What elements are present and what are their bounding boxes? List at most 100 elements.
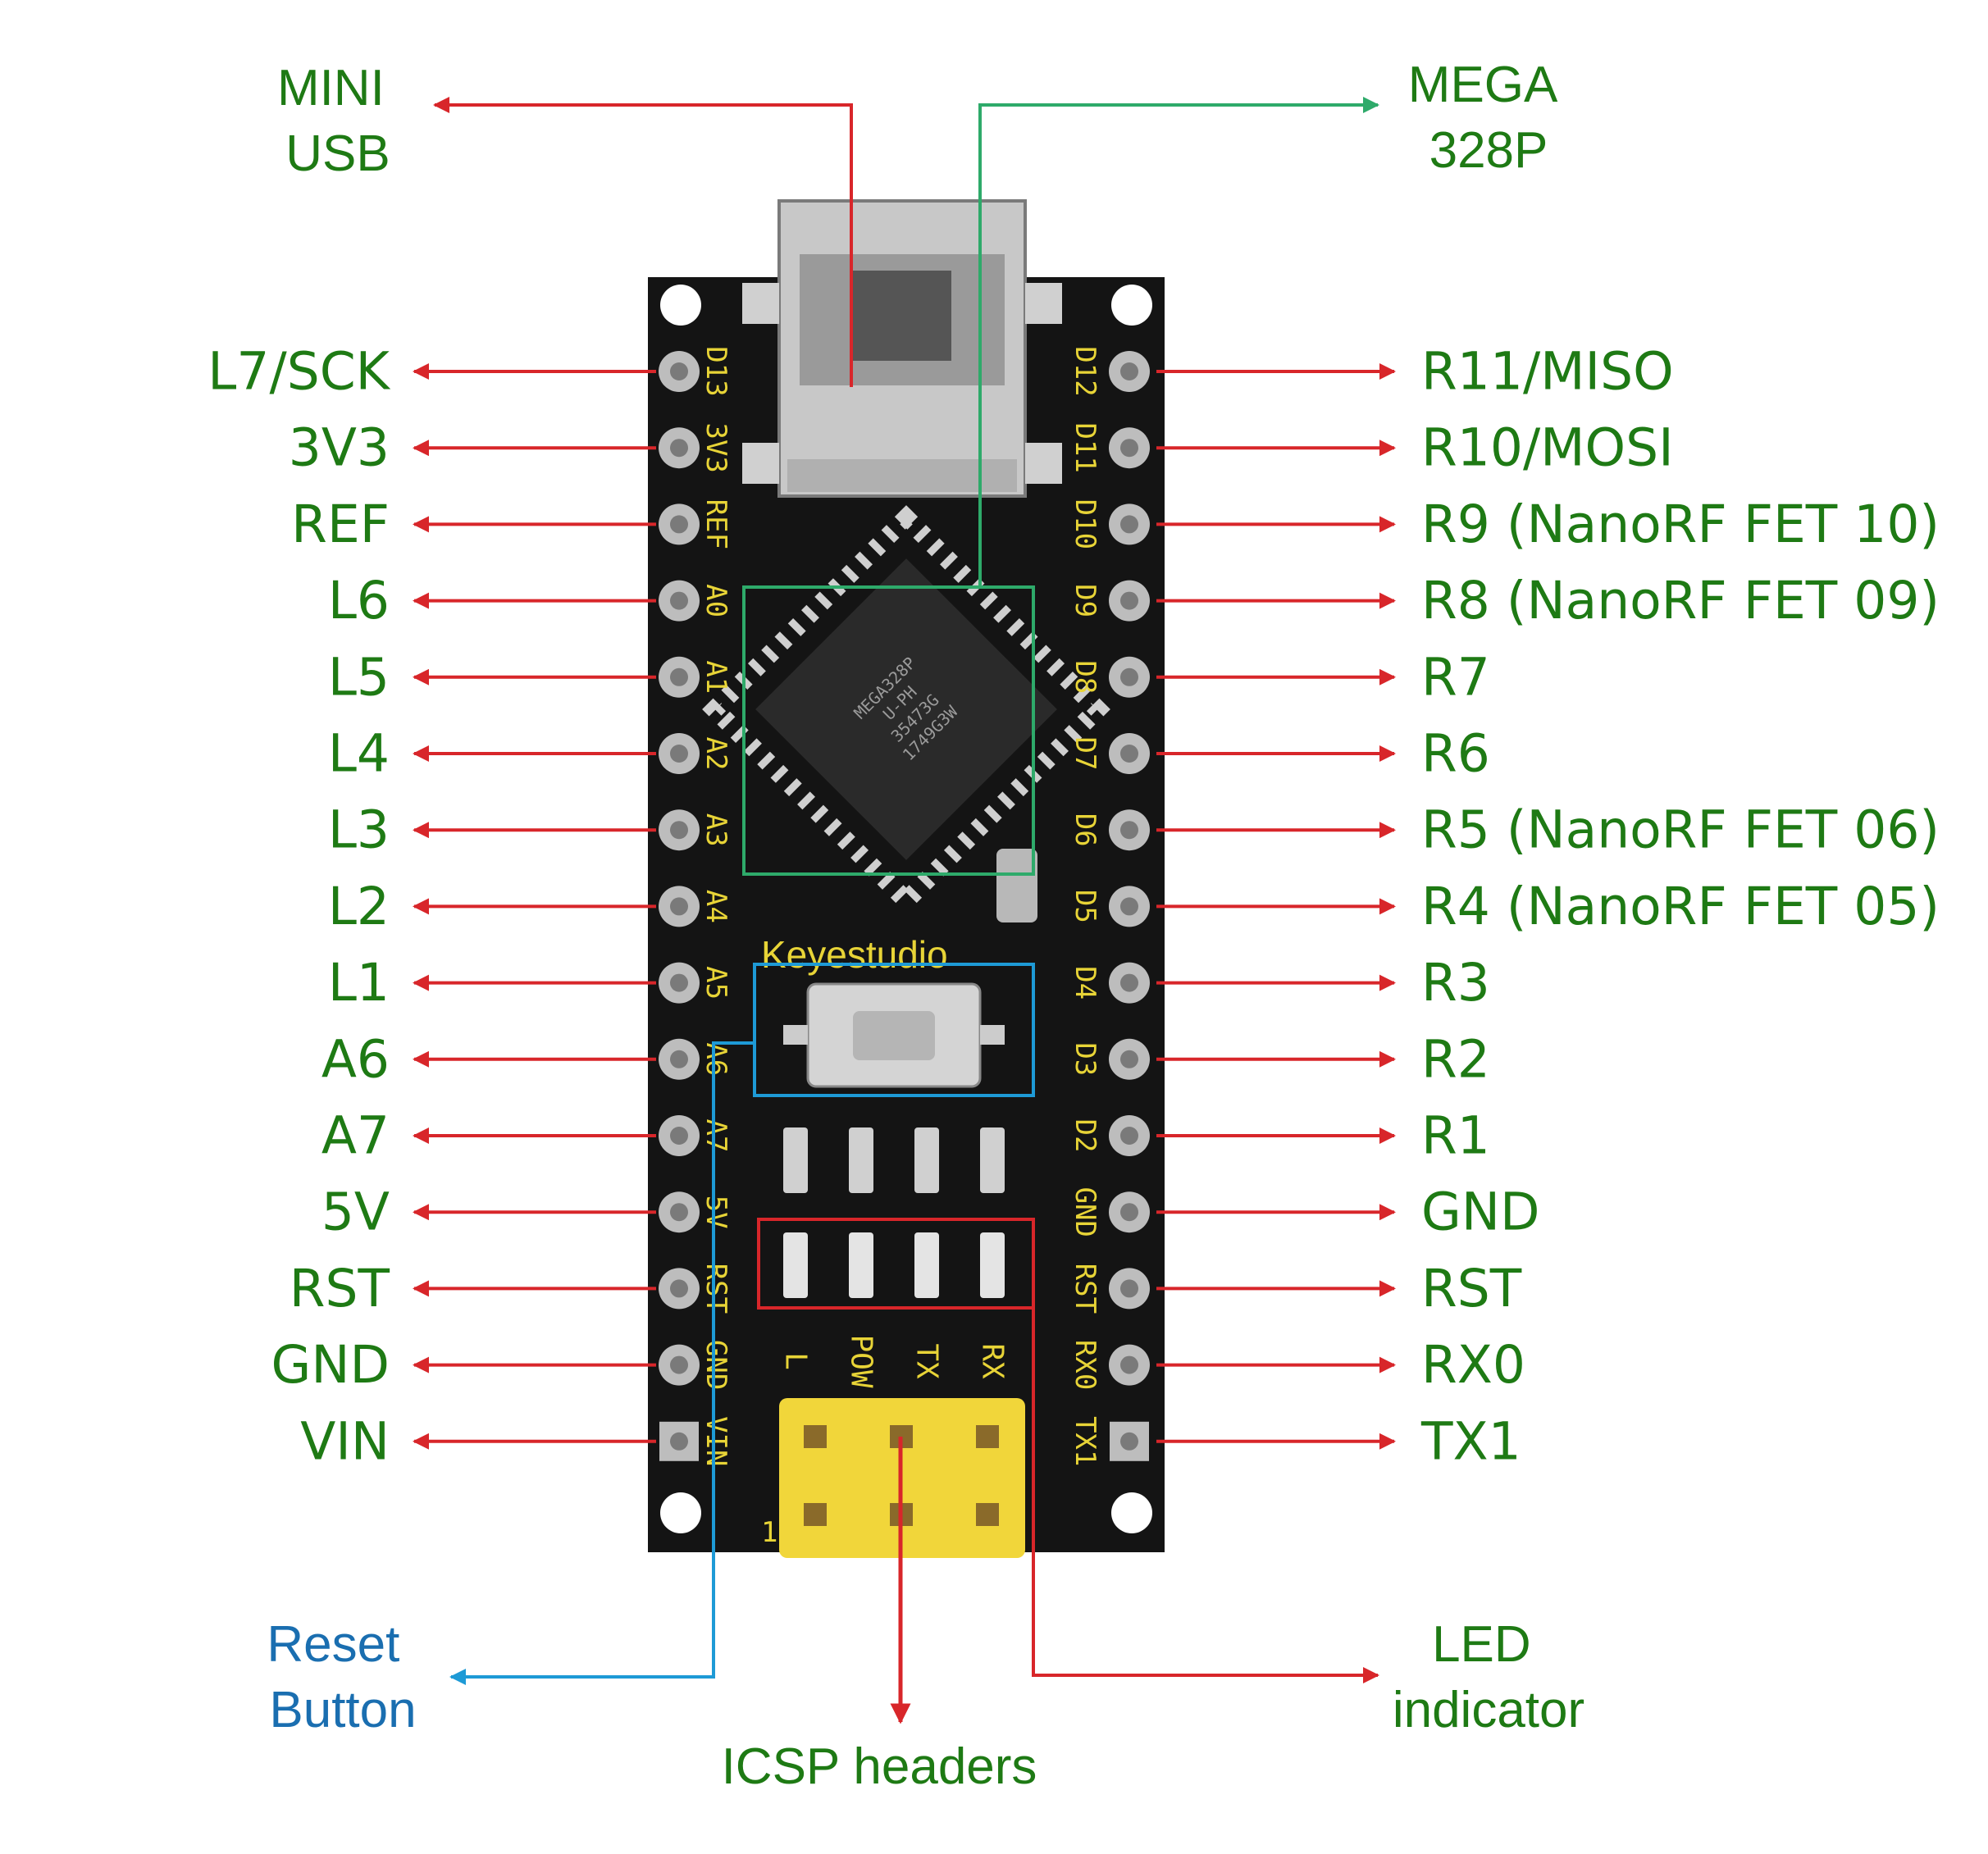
- silk-right-d10-2: D10: [1069, 499, 1101, 549]
- silk-left-vin-14: VIN: [700, 1416, 732, 1466]
- header-pin-hole-right-d6-6: [1120, 821, 1138, 839]
- header-pin-hole-right-tx1-14: [1120, 1433, 1138, 1451]
- pin-label-right-tx1-14: TX1: [1420, 1411, 1521, 1471]
- silk-left-a1-4: A1: [700, 660, 732, 694]
- pin-label-left-3v3-1: 3V3: [289, 418, 390, 478]
- silk-right-d3-9: D3: [1069, 1042, 1101, 1076]
- pin-label-left-a1-4: L5: [328, 647, 390, 707]
- icsp-headers-label: ICSP headers: [722, 1738, 1037, 1795]
- crystal: [996, 849, 1037, 922]
- silk-left-d13-0: D13: [700, 346, 732, 396]
- silk-left-gnd-13: GND: [700, 1340, 732, 1390]
- silk-left-rst-12: RST: [700, 1264, 732, 1314]
- pin-label-left-a7-10: A7: [321, 1106, 390, 1166]
- pin-label-right-rst-12: RST: [1421, 1259, 1522, 1319]
- silk-right-d4-8: D4: [1069, 966, 1101, 1000]
- header-pin-hole-left-a3-6: [670, 821, 688, 839]
- pin-label-left-a2-5: L4: [328, 724, 390, 784]
- silk-right-rx0-13: RX0: [1069, 1340, 1101, 1390]
- mounting-hole-bottom-right: [1111, 1492, 1152, 1533]
- header-pin-hole-left-gnd-13: [670, 1356, 688, 1374]
- reset-button: [783, 984, 1005, 1086]
- pin-label-left-a0-3: L6: [328, 571, 390, 631]
- silk-right-d2-10: D2: [1069, 1119, 1101, 1153]
- header-pin-hole-right-rx0-13: [1120, 1356, 1138, 1374]
- header-pin-hole-right-d2-10: [1120, 1127, 1138, 1145]
- pin-label-left-gnd-13: GND: [271, 1335, 390, 1395]
- mounting-hole-bottom-left: [660, 1492, 701, 1533]
- header-pin-hole-left-rst-12: [670, 1279, 688, 1297]
- silk-right-d5-7: D5: [1069, 890, 1101, 923]
- header-pin-hole-left-a2-5: [670, 745, 688, 763]
- silk-left-a0-3: A0: [700, 584, 732, 617]
- silk-right-tx1-14: TX1: [1069, 1416, 1101, 1466]
- brand-keyestudio: Keyestudio: [761, 933, 948, 976]
- header-pin-hole-right-d3-9: [1120, 1050, 1138, 1068]
- mounting-hole-top-right: [1111, 285, 1152, 326]
- led-indicator-label: LED indicator: [1393, 1616, 1584, 1738]
- mini-usb-label: MINI USB: [277, 60, 399, 182]
- header-pin-hole-left-a7-10: [670, 1127, 688, 1145]
- silk-left-ref-2: REF: [700, 499, 732, 549]
- pin-label-right-d6-6: R5 (NanoRF FET 06): [1421, 800, 1940, 860]
- pin-label-left-ref-2: REF: [291, 494, 390, 554]
- header-pin-hole-left-a1-4: [670, 668, 688, 686]
- silk-right-d11-1: D11: [1069, 422, 1101, 472]
- header-pin-hole-left-5v-11: [670, 1203, 688, 1221]
- silk-left-a7-10: A7: [700, 1119, 732, 1153]
- silk-right-d6-6: D6: [1069, 813, 1101, 847]
- led-label-pow: POW: [845, 1334, 878, 1387]
- pin-label-right-d11-1: R10/MOSI: [1421, 418, 1674, 478]
- pin-label-left-5v-11: 5V: [321, 1182, 390, 1242]
- mega-label: MEGA 328P: [1408, 57, 1569, 179]
- header-pin-hole-right-d12-0: [1120, 362, 1138, 380]
- silk-left-3v3-1: 3V3: [700, 422, 732, 472]
- silk-right-d12-0: D12: [1069, 346, 1101, 396]
- led-label-tx: TX: [910, 1343, 944, 1379]
- header-pin-hole-right-d4-8: [1120, 974, 1138, 992]
- header-pin-hole-left-a0-3: [670, 592, 688, 610]
- silk-left-a3-6: A3: [700, 813, 732, 847]
- header-pin-hole-right-d5-7: [1120, 897, 1138, 915]
- pin-label-right-d9-3: R8 (NanoRF FET 09): [1421, 571, 1940, 631]
- header-pin-hole-left-3v3-1: [670, 439, 688, 457]
- led-label-l: L: [779, 1352, 813, 1370]
- silk-left-a6-9: A6: [700, 1042, 732, 1076]
- pin-label-left-a3-6: L3: [328, 800, 390, 860]
- pin-label-right-d5-7: R4 (NanoRF FET 05): [1421, 877, 1940, 936]
- pin-label-left-a4-7: L2: [328, 877, 390, 936]
- pin-label-left-d13-0: L7/SCK: [207, 342, 390, 402]
- silk-left-a5-8: A5: [700, 966, 732, 1000]
- header-pin-hole-left-d13-0: [670, 362, 688, 380]
- silk-right-d8-4: D8: [1069, 660, 1101, 694]
- led-label-rx: RX: [976, 1343, 1010, 1379]
- nano-board: MEGA328PU-PH35473G1749G3W Keyestudio: [648, 201, 1165, 1558]
- pin-label-right-rx0-13: RX0: [1421, 1335, 1525, 1395]
- silk-left-a4-7: A4: [700, 890, 732, 923]
- header-pin-hole-left-a4-7: [670, 897, 688, 915]
- pin-label-left-rst-12: RST: [290, 1259, 390, 1319]
- pin-label-right-d4-8: R3: [1421, 953, 1490, 1013]
- pin-label-right-d12-0: R11/MISO: [1421, 342, 1674, 402]
- pin-label-left-a5-8: L1: [328, 953, 390, 1013]
- mini-usb-connector: [742, 201, 1062, 496]
- header-pin-hole-left-a5-8: [670, 974, 688, 992]
- reset-button-label: Reset Button: [267, 1616, 416, 1738]
- header-pin-hole-right-d8-4: [1120, 668, 1138, 686]
- mounting-hole-top-left: [660, 285, 701, 326]
- pin-label-left-a6-9: A6: [321, 1029, 390, 1089]
- header-pin-hole-right-d11-1: [1120, 439, 1138, 457]
- pin-label-right-d7-5: R6: [1421, 724, 1490, 784]
- pin-label-right-d3-9: R2: [1421, 1029, 1490, 1089]
- header-pin-hole-right-rst-12: [1120, 1279, 1138, 1297]
- icsp-pin1-marker: 1: [761, 1516, 777, 1549]
- pin-label-right-gnd-11: GND: [1421, 1182, 1539, 1242]
- header-pin-hole-right-d10-2: [1120, 515, 1138, 533]
- silk-right-d7-5: D7: [1069, 737, 1101, 771]
- header-pin-hole-left-vin-14: [670, 1433, 688, 1451]
- silk-right-rst-12: RST: [1069, 1264, 1101, 1314]
- silk-left-5v-11: 5V: [700, 1196, 732, 1229]
- pin-label-right-d8-4: R7: [1421, 647, 1490, 707]
- pin-label-right-d10-2: R9 (NanoRF FET 10): [1421, 494, 1940, 554]
- pin-label-left-vin-14: VIN: [300, 1411, 390, 1471]
